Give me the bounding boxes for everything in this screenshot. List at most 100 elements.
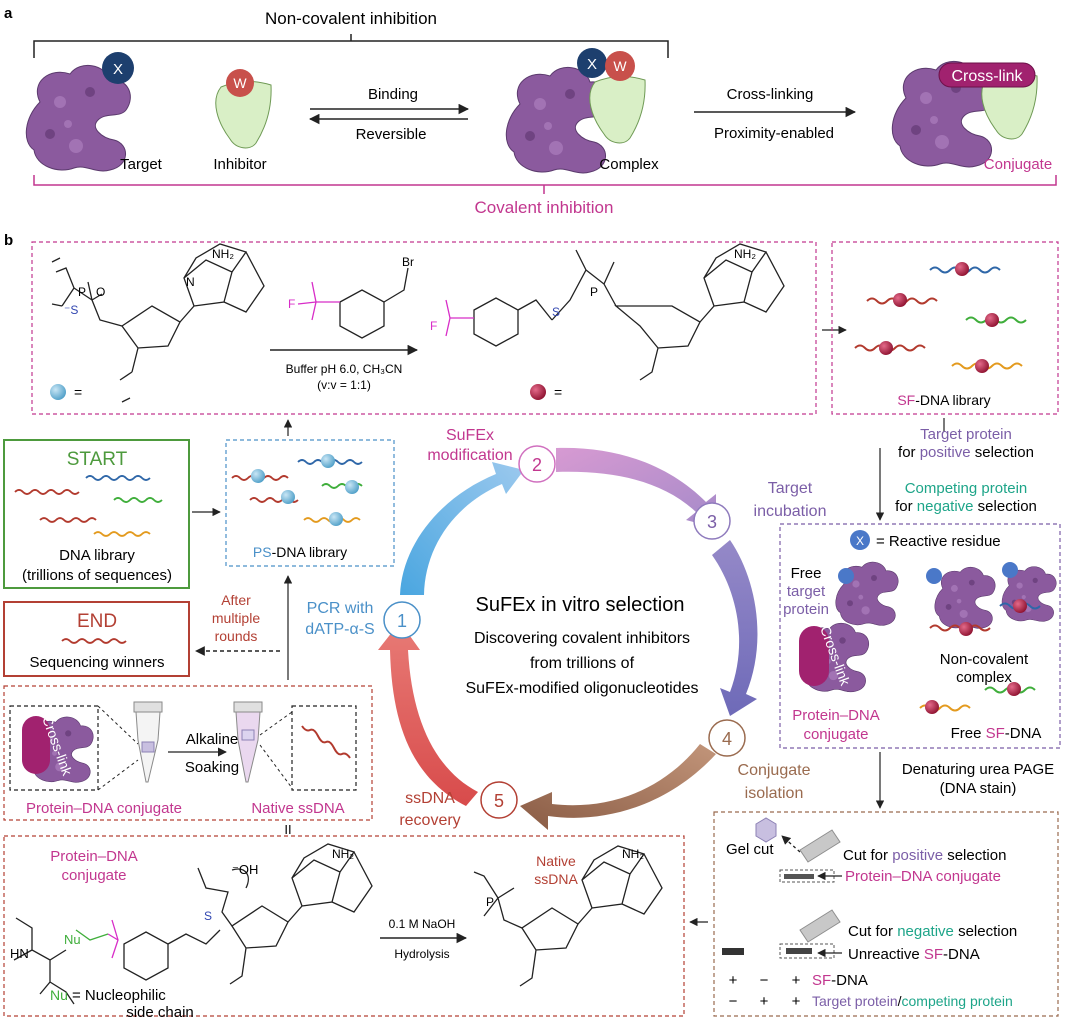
step-2-number: 2 bbox=[532, 455, 542, 475]
after-rounds-line-2: multiple bbox=[212, 610, 260, 626]
sf-bead-3 bbox=[985, 313, 999, 327]
recovery-native-label: Native ssDNA bbox=[251, 800, 344, 817]
zoom-line-4 bbox=[259, 744, 293, 789]
reaction-condition-2: (v:v = 1:1) bbox=[317, 378, 371, 392]
step-3-circle bbox=[693, 502, 731, 540]
sf-bead-2 bbox=[893, 293, 907, 307]
native-ssdna-line-2: ssDNA bbox=[534, 871, 578, 887]
x-residue-icon bbox=[102, 52, 134, 84]
sf-f-label: F bbox=[430, 319, 437, 333]
step-1-number: 1 bbox=[397, 611, 407, 631]
ps-bead-4 bbox=[281, 490, 295, 504]
gel-cut-icon bbox=[755, 817, 777, 843]
recovery-conjugate-label: Protein–DNA conjugate bbox=[26, 800, 182, 817]
cycle-line-2: from trillions of bbox=[530, 655, 635, 672]
covalent-bracket bbox=[33, 175, 1057, 194]
positive-selection-text: for positive selection bbox=[898, 444, 1034, 461]
step-5-number: 5 bbox=[494, 791, 504, 811]
cycle-title: SuFEx in vitro selection bbox=[476, 594, 685, 616]
x-glyph: X bbox=[113, 61, 123, 78]
cycle-line-1: Discovering covalent inhibitors bbox=[474, 630, 690, 647]
noncovalent-label: Non-covalent inhibition bbox=[265, 9, 437, 28]
conjugate-label: Conjugate bbox=[984, 156, 1052, 173]
step-1-label-1: PCR with bbox=[307, 600, 374, 617]
row1-sign-3: + bbox=[792, 972, 801, 989]
start-dna-strands bbox=[14, 475, 163, 537]
razor-blade-icon-2 bbox=[799, 909, 841, 943]
crosslink-tag bbox=[938, 62, 1036, 88]
sf-dna-band-2 bbox=[786, 948, 812, 954]
ps-o-label: O bbox=[96, 285, 105, 299]
sf-dna-band-cut-box bbox=[779, 943, 835, 959]
step-2-circle bbox=[518, 445, 556, 483]
tube-icon-1 bbox=[133, 701, 163, 783]
cycle-arrow-5-1 bbox=[378, 622, 478, 806]
step-5-circle bbox=[480, 781, 518, 819]
step-5-label-1: ssDNA bbox=[405, 790, 455, 807]
conjugate-band bbox=[784, 874, 814, 879]
hydrolysis-conjugate-line-1: Protein–DNA bbox=[50, 848, 138, 865]
reactive-residue-icon bbox=[850, 530, 870, 550]
step-3-label-1: Target bbox=[768, 480, 813, 497]
complex-w-icon bbox=[605, 51, 635, 81]
ps-bead-2 bbox=[321, 454, 335, 468]
negative-selection-text: for negative selection bbox=[895, 498, 1037, 515]
reaction-box bbox=[31, 241, 817, 415]
hydrolysis-condition-2: Hydrolysis bbox=[394, 947, 449, 961]
reactive-residue-label: = Reactive residue bbox=[876, 533, 1001, 550]
free-target-line-3: protein bbox=[783, 601, 829, 618]
sf-nucleotide-structure bbox=[445, 243, 785, 381]
row1-sign-1: + bbox=[729, 972, 738, 989]
w-warhead-icon bbox=[226, 69, 254, 97]
after-rounds-line-3: rounds bbox=[215, 628, 258, 644]
proximity-label: Proximity-enabled bbox=[714, 125, 834, 142]
blue-bead-eq: = bbox=[74, 384, 82, 400]
reaction-condition-1: Buffer pH 6.0, CH₃CN bbox=[286, 362, 403, 376]
recovery-equals-sign: II bbox=[284, 822, 291, 837]
red-bead-eq: = bbox=[554, 384, 562, 400]
sf-bead-5 bbox=[975, 359, 989, 373]
ps-dna-strands bbox=[231, 459, 363, 523]
step-4-number: 4 bbox=[722, 729, 732, 749]
hn-label: HN bbox=[10, 946, 29, 961]
f-label: F bbox=[288, 297, 295, 311]
panel-b: b ⁻S P O NH₂ N = Br F Buffer pH 6.0, CH₃… bbox=[3, 232, 1061, 1018]
cycle-arrow-3-4 bbox=[712, 540, 758, 716]
conjugate-structure bbox=[13, 843, 373, 1005]
ps-bead-3 bbox=[345, 480, 359, 494]
gel-cut-arrow bbox=[781, 835, 801, 853]
step-4-label-2: isolation bbox=[745, 785, 804, 802]
free-target-line-2: target bbox=[787, 583, 826, 600]
gel-cut-label: Gel cut bbox=[726, 841, 774, 858]
row1-sign-2: − bbox=[760, 972, 769, 989]
sulfonyl-reagent-structure bbox=[297, 267, 409, 339]
hydrolysis-conjugate-line-2: conjugate bbox=[61, 867, 126, 884]
row2-sign-2: + bbox=[760, 993, 769, 1010]
sf-p-label: P bbox=[590, 285, 598, 299]
br-label: Br bbox=[402, 255, 414, 269]
panel-b-letter: b bbox=[4, 232, 13, 249]
free-sf-bead-2 bbox=[1007, 682, 1021, 696]
complex-x-glyph: X bbox=[587, 56, 597, 73]
noncovalent-complex-line-1: Non-covalent bbox=[940, 651, 1029, 668]
incubation-conjugate-line-1: Protein–DNA bbox=[792, 707, 880, 724]
ps-library-label: PS-DNA library bbox=[253, 544, 347, 560]
noncovalent-bead-2 bbox=[1013, 599, 1027, 613]
recovery-box bbox=[3, 685, 373, 821]
free-target-line-1: Free bbox=[791, 565, 822, 582]
panel-a: a Non-covalent inhibition X Target W Inh… bbox=[4, 5, 1057, 217]
after-rounds-line-1: After bbox=[221, 592, 251, 608]
target-protein-selection: Target protein bbox=[920, 426, 1012, 443]
end-dna-strand bbox=[61, 638, 127, 644]
noncovalent-complex-line-2: complex bbox=[956, 669, 1012, 686]
blue-bead-icon bbox=[50, 384, 66, 400]
native-ssdna-strand bbox=[301, 725, 351, 759]
step-5-label-2: recovery bbox=[399, 812, 460, 829]
nu-label: Nu bbox=[64, 932, 81, 947]
selection-cycle: 2 3 4 5 1 SuFEx modification Target incu… bbox=[305, 427, 826, 830]
target-label: Target bbox=[120, 156, 163, 173]
ps-bead-1 bbox=[251, 469, 265, 483]
ps-n-label: N bbox=[186, 275, 195, 289]
binding-label: Binding bbox=[368, 86, 418, 103]
sf-s-label: S bbox=[552, 305, 560, 319]
